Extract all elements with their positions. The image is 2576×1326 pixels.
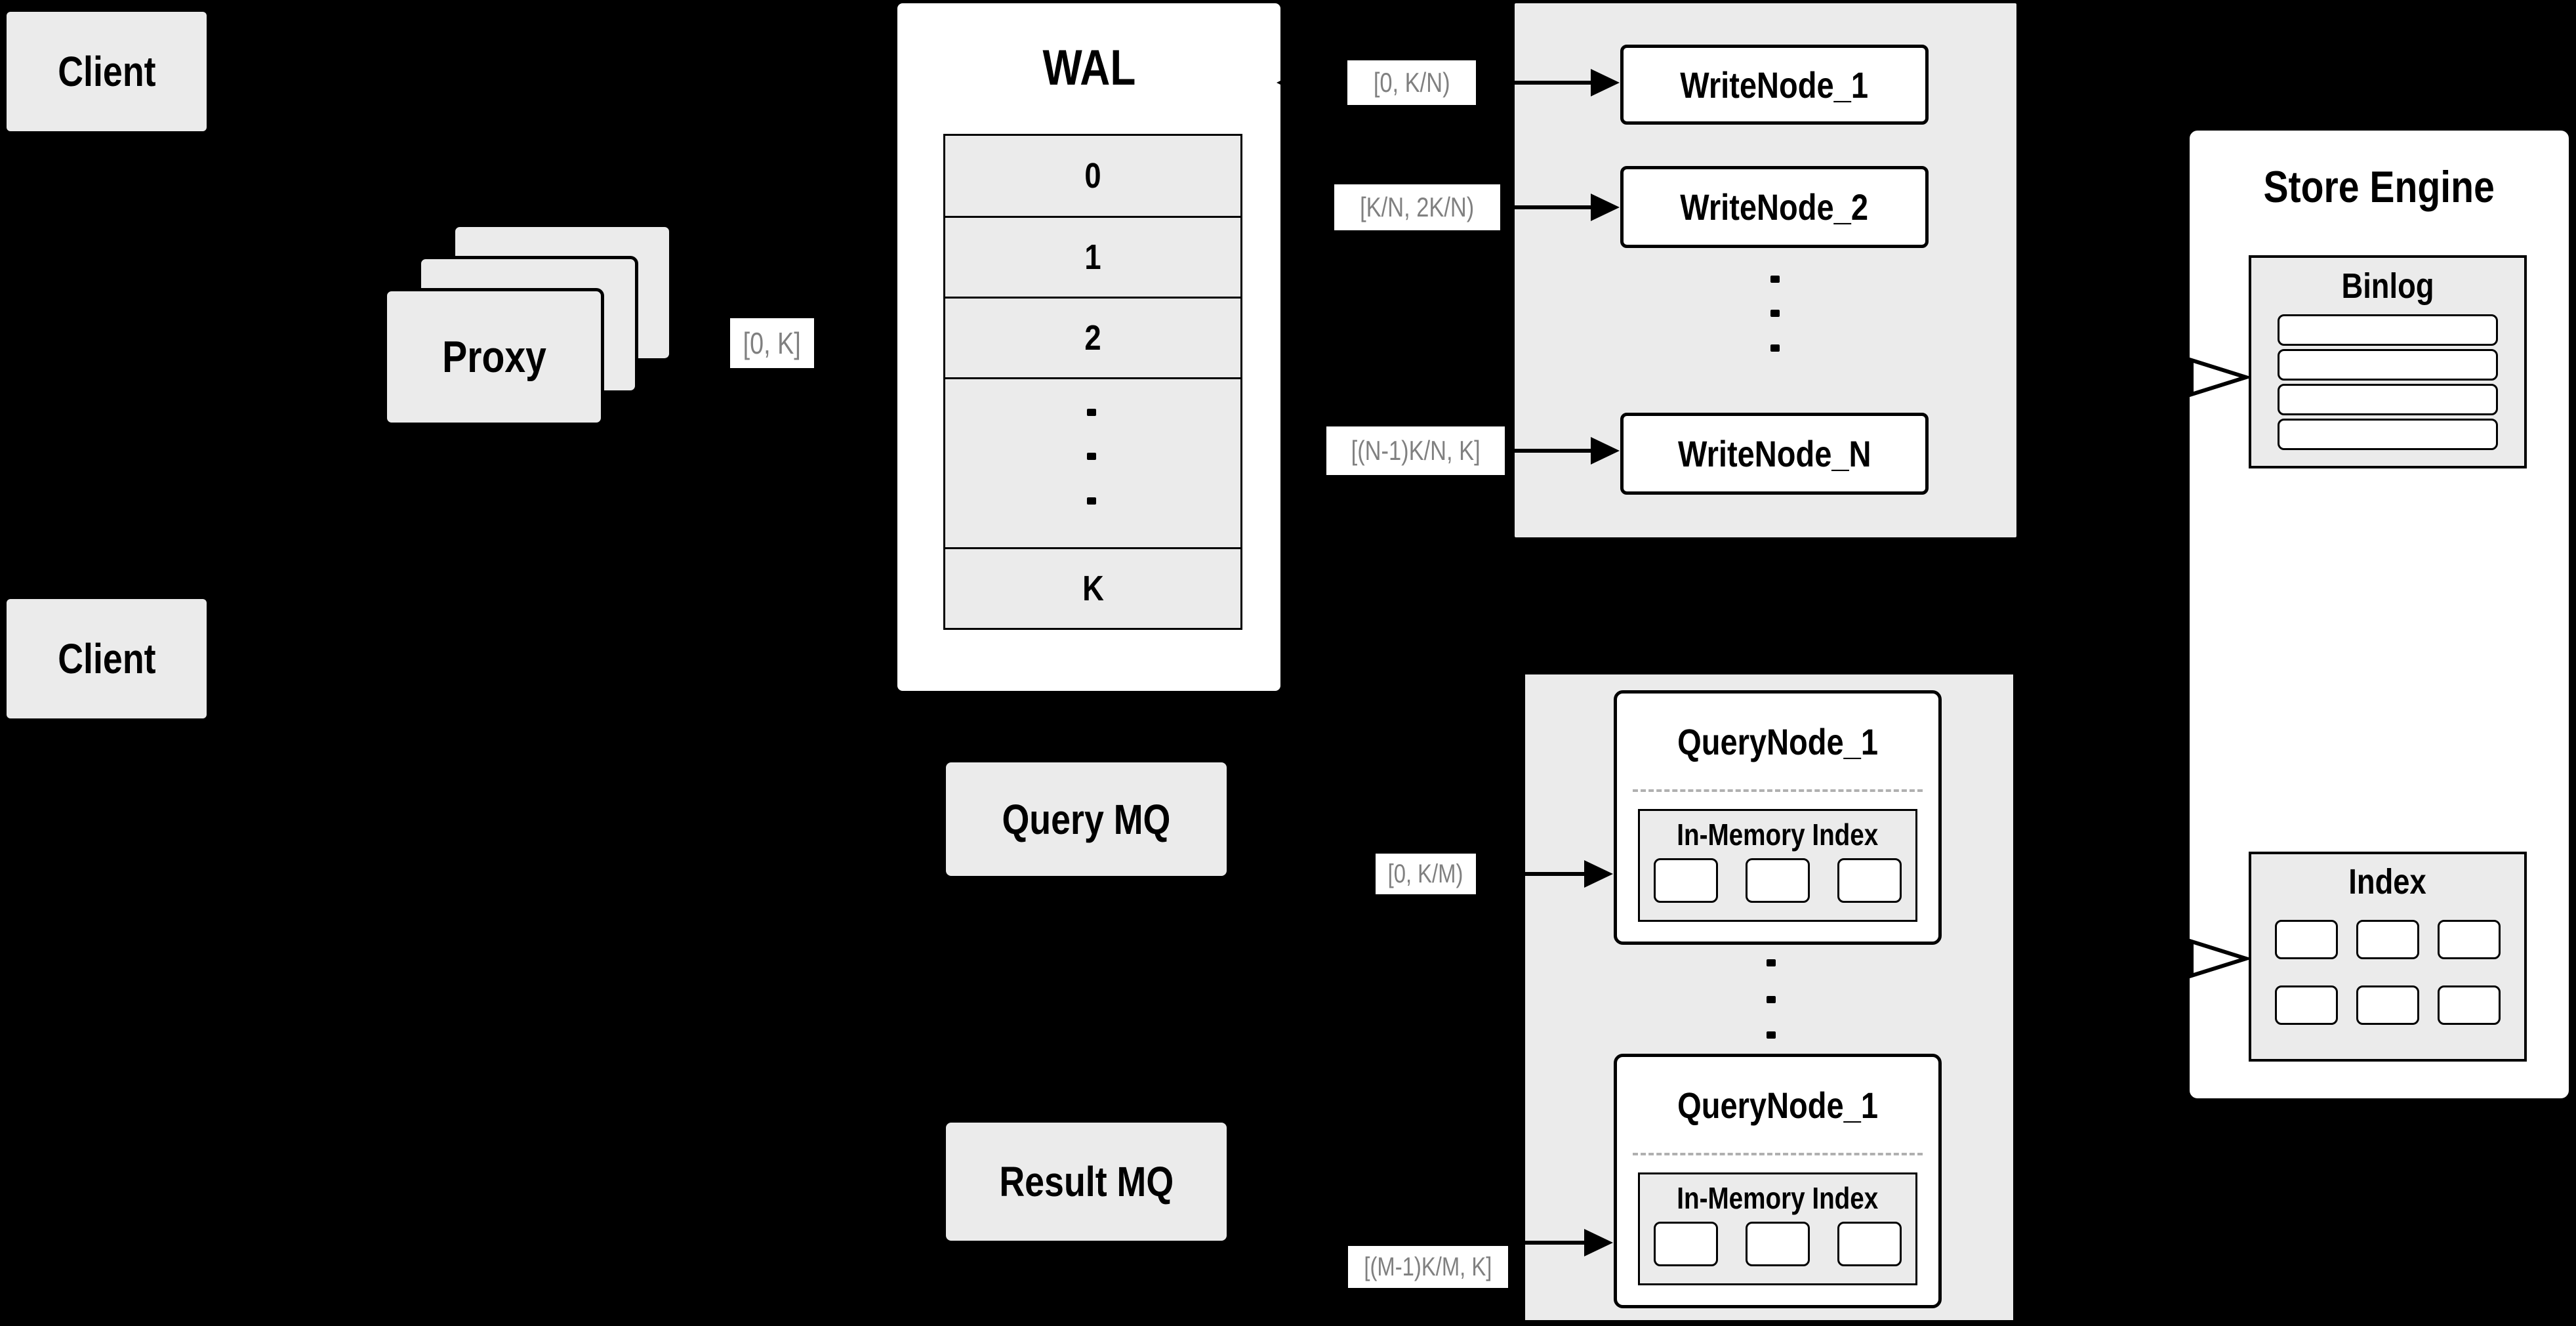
query-mq-box: Query MQ [946,762,1227,876]
memory-cells [1640,858,1915,903]
wal-row: K [945,547,1240,629]
dashed-divider [1633,1153,1923,1155]
arrow-shaft [1479,81,1592,85]
wal-table: 0 1 2 K [943,134,1242,630]
arrow-right-icon [1591,69,1620,96]
in-memory-index-title: In-Memory Index [1677,1181,1879,1215]
memory-cell [1746,1222,1810,1266]
binlog-row [2278,314,2498,346]
arrow-shaft [1509,1241,1585,1245]
ellipsis-dots [1770,344,1780,352]
index-cell [2275,985,2338,1025]
query-node-box-2: QueryNode_1 In-Memory Index [1614,1054,1942,1308]
arrow-right-icon [1584,1229,1613,1256]
write-range-label-2: [K/N, 2K/N) [1334,184,1500,230]
arrow-right-icon [1591,194,1620,221]
index-cell [2356,985,2419,1025]
ellipsis-dots [1767,996,1776,1003]
wal-row: 0 [945,136,1240,217]
memory-cells [1640,1222,1915,1266]
arrow-shaft [2027,957,2192,961]
client-bottom-box: Client [7,599,207,718]
ellipsis-dots [1087,453,1096,461]
memory-cell [1837,1222,1902,1266]
in-memory-index-title: In-Memory Index [1677,818,1879,852]
dashed-divider [1633,789,1923,792]
proxy-stack: Proxy [384,224,672,427]
client-top-label: Client [57,48,156,95]
hollow-arrow-right-icon [2190,358,2250,397]
index-cell [2275,920,2338,959]
binlog-row [2278,384,2498,415]
index-cell [2438,920,2501,959]
wal-row: 1 [945,216,1240,297]
arrow-right-icon [1584,860,1613,888]
binlog-title: Binlog [2341,266,2434,306]
memory-cell [1654,858,1718,903]
binlog-panel: Binlog [2249,255,2527,468]
memory-cell [1654,1222,1718,1266]
wal-row: 2 [945,297,1240,378]
query-node-title: QueryNode_1 [1677,720,1878,762]
arrow-shaft [1505,449,1592,453]
write-node-box-n: WriteNode_N [1620,413,1929,495]
wal-title: WAL [1042,39,1135,96]
client-bottom-label: Client [57,635,156,682]
write-node-box-2: WriteNode_2 [1620,166,1929,248]
client-top-box: Client [7,12,207,131]
result-mq-box: Result MQ [946,1123,1227,1241]
memory-cell [1837,858,1902,903]
binlog-row [2278,419,2498,450]
proxy-card-front: Proxy [384,288,604,426]
arrow-shaft [1479,872,1585,876]
binlog-rows [2251,314,2524,450]
index-title: Index [2348,862,2427,901]
index-panel: Index [2249,852,2527,1062]
arrow-shaft [1502,205,1592,209]
arrow-left-icon [1277,70,1303,96]
ellipsis-dots [1767,1031,1776,1039]
in-memory-index-panel: In-Memory Index [1638,809,1917,922]
query-range-label-2: [(M-1)K/M, K] [1348,1246,1508,1288]
query-node-title: QueryNode_1 [1677,1084,1878,1126]
ellipsis-dots [1087,409,1096,417]
index-cell [2438,985,2501,1025]
ellipsis-dots [1770,276,1780,283]
arrow-shaft [2027,375,2192,379]
write-range-label-3: [(N-1)K/N, K] [1326,426,1505,475]
write-range-label-1: [0, K/N) [1347,60,1476,105]
hollow-arrow-right-icon [2190,939,2250,978]
store-engine-title: Store Engine [2263,162,2495,212]
proxy-label: Proxy [441,332,546,382]
in-memory-index-panel: In-Memory Index [1638,1172,1917,1285]
index-cell [2356,920,2419,959]
arrow-right-icon [1591,437,1620,465]
write-node-box-1: WriteNode_1 [1620,45,1929,125]
ellipsis-dots [1087,497,1096,505]
index-grid [2251,920,2524,1025]
query-range-label-1: [0, K/M) [1376,854,1476,894]
query-node-box-1: QueryNode_1 In-Memory Index [1614,690,1942,945]
proxy-range-label: [0, K] [730,318,814,368]
binlog-row [2278,349,2498,381]
memory-cell [1746,858,1810,903]
ellipsis-dots [1770,310,1780,317]
wal-row-ellipsis [945,377,1240,547]
ellipsis-dots [1767,959,1776,966]
